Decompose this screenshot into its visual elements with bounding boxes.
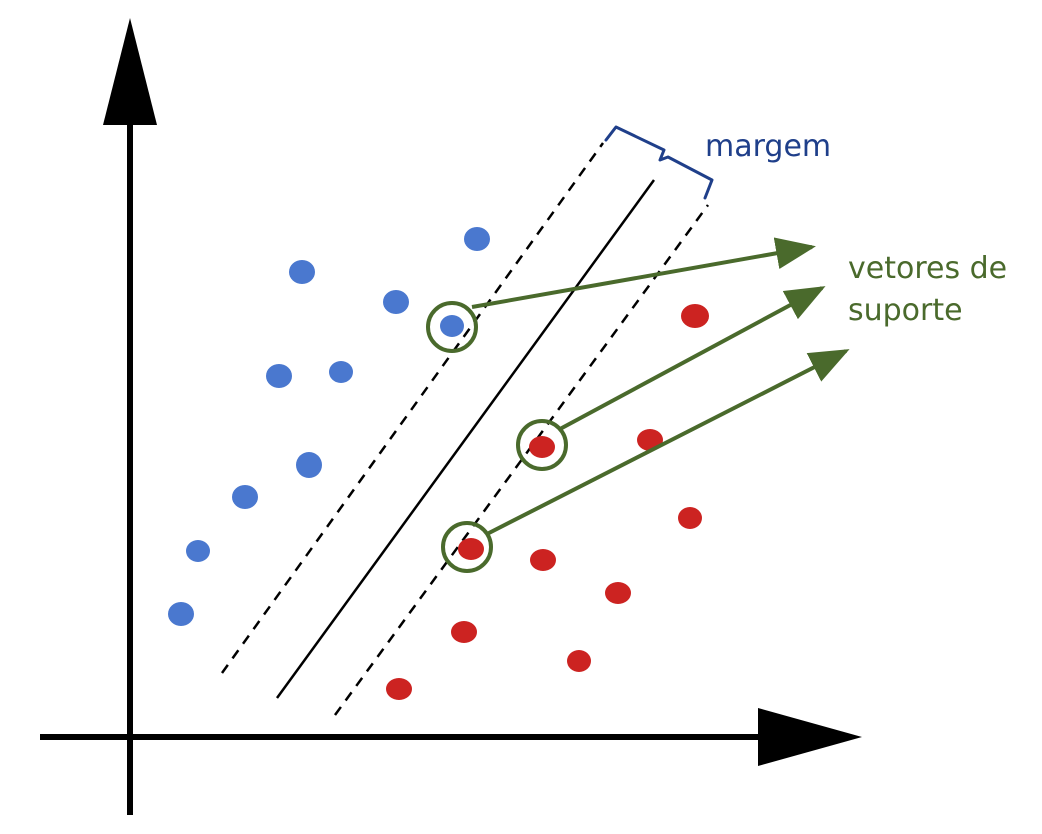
y-axis-arrowhead	[103, 18, 157, 125]
data-point	[529, 436, 555, 458]
data-point	[567, 650, 591, 672]
support-vector-arrows	[471, 237, 850, 536]
support-vector-highlights	[426, 301, 568, 573]
x-axis-arrowhead	[758, 708, 862, 766]
data-point	[383, 290, 409, 314]
support-vector-label-line2: suporte	[848, 293, 963, 328]
data-point	[186, 540, 210, 562]
data-point	[678, 507, 702, 529]
data-point	[464, 227, 490, 251]
data-point	[289, 260, 315, 284]
support-vector-label-line1: vetores de	[848, 251, 1007, 286]
data-point	[168, 602, 194, 626]
data-point	[458, 538, 484, 560]
data-point	[296, 452, 322, 478]
data-point	[440, 315, 464, 337]
margin-label: margem	[705, 129, 831, 164]
data-point	[681, 304, 709, 328]
data-point	[329, 361, 353, 383]
arrow	[559, 286, 826, 431]
support-vector-ring	[516, 419, 568, 471]
data-point	[605, 582, 631, 604]
class-b-points	[386, 304, 709, 700]
data-point	[451, 621, 477, 643]
data-point	[266, 364, 292, 388]
axes	[40, 18, 862, 815]
decision-boundary	[275, 179, 656, 699]
data-point	[386, 678, 412, 700]
data-point	[530, 549, 556, 571]
margin-line-upper	[220, 142, 605, 674]
class-a-points	[168, 227, 490, 626]
support-vector-ring	[426, 301, 478, 353]
arrow	[486, 349, 850, 536]
support-vector-ring	[441, 521, 493, 573]
arrow	[471, 237, 816, 309]
margin-brace	[604, 125, 714, 200]
data-point	[232, 485, 258, 509]
